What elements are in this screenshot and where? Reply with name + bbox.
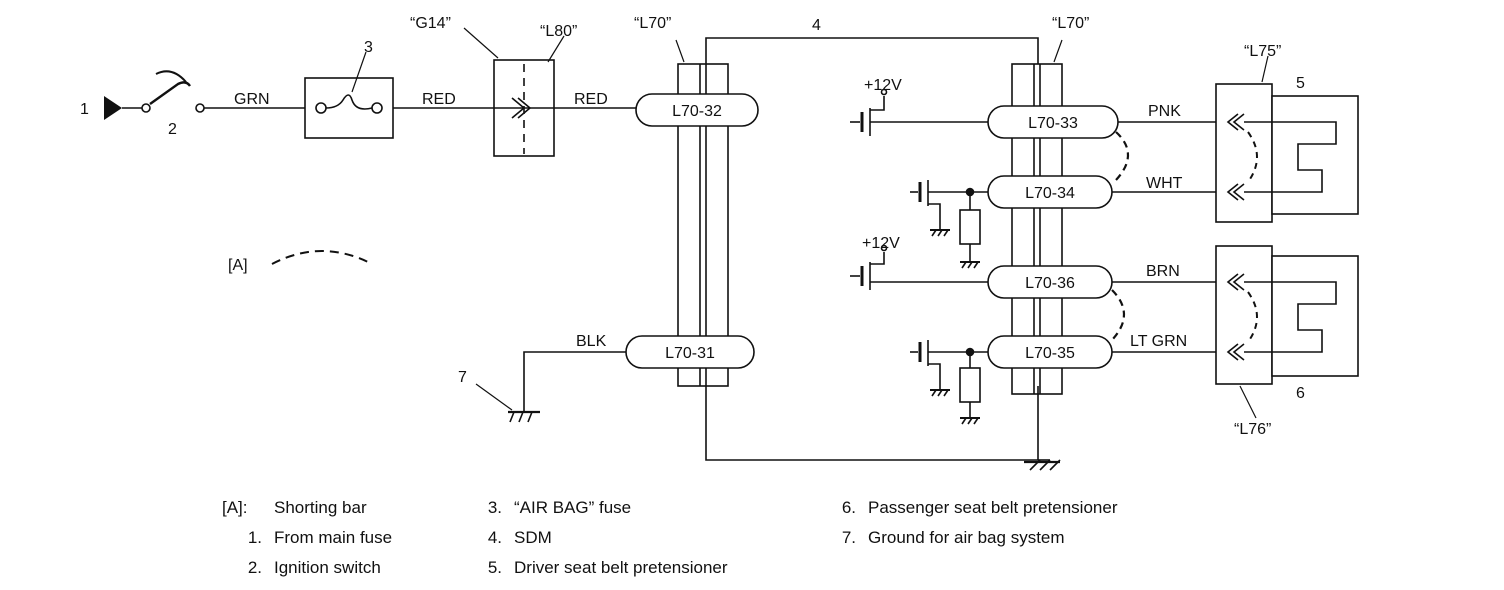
- callout-2: 2: [168, 121, 177, 138]
- callout-4: 4: [812, 17, 821, 34]
- callout-6: 6: [1296, 385, 1305, 402]
- wire-label-red-2: RED: [574, 91, 608, 108]
- sdm-right-connector: [1011, 63, 1063, 395]
- connector-label-l80: “L80”: [540, 23, 577, 40]
- legend-text: SDM: [514, 528, 552, 547]
- legend-text: “AIR BAG” fuse: [514, 498, 632, 517]
- pin-label-l70-33: L70-33: [1028, 115, 1078, 132]
- connector-label-l76: “L76”: [1234, 421, 1271, 438]
- sdm-left-connector: [677, 63, 729, 387]
- voltage-label-2: +12V: [862, 235, 900, 252]
- legend-text: Passenger seat belt pretensioner: [868, 498, 1118, 517]
- legend-text: From main fuse: [274, 528, 393, 547]
- wire-label-pnk: PNK: [1148, 103, 1181, 120]
- shorting-bar-key-label: [A]: [228, 257, 248, 274]
- legend-text: Shorting bar: [274, 498, 367, 517]
- legend-key: 1.: [247, 528, 262, 547]
- pin-label-l70-35: L70-35: [1025, 345, 1075, 362]
- wire-label-lt-grn: LT GRN: [1130, 333, 1187, 350]
- wire-label-brn: BRN: [1146, 263, 1180, 280]
- shorting-bar-36-35: [1111, 289, 1126, 341]
- legend-key: [A]:: [222, 498, 248, 517]
- main-fuse-arrow-icon: [104, 96, 122, 120]
- legend-key: 3.: [487, 498, 502, 517]
- legend-key: 2.: [247, 558, 262, 577]
- legend-text: Driver seat belt pretensioner: [514, 558, 728, 577]
- sdm-outline: [705, 37, 1039, 64]
- pin-label-l70-31: L70-31: [665, 345, 715, 362]
- pin-label-l70-36: L70-36: [1025, 275, 1075, 292]
- connector-label-g14: “G14”: [410, 15, 451, 32]
- callout-5: 5: [1296, 75, 1305, 92]
- wire-label-grn: GRN: [234, 91, 270, 108]
- legend-text: Ground for air bag system: [868, 528, 1065, 547]
- passenger-pretensioner: [1271, 255, 1359, 377]
- ignition-switch-contact-a: [141, 103, 151, 113]
- legend-key: 6.: [841, 498, 856, 517]
- pin-label-l70-34: L70-34: [1025, 185, 1075, 202]
- wire-blk: [523, 351, 626, 412]
- ignition-switch-lever: [149, 81, 191, 105]
- wire-label-red-1: RED: [422, 91, 456, 108]
- legend-key: 7.: [841, 528, 856, 547]
- connector-label-l70-right: “L70”: [1052, 15, 1089, 32]
- pin-label-l70-32: L70-32: [672, 103, 722, 120]
- connector-label-l75: “L75”: [1244, 43, 1281, 60]
- callout-7: 7: [458, 369, 467, 386]
- connector-label-l70-left: “L70”: [634, 15, 671, 32]
- legend-key: 5.: [487, 558, 502, 577]
- shorting-bar-key-sample: [271, 250, 373, 265]
- legend-text: Ignition switch: [274, 558, 381, 577]
- voltage-label-1: +12V: [864, 77, 902, 94]
- callout-1: 1: [80, 101, 89, 118]
- wire-label-wht: WHT: [1146, 175, 1183, 192]
- shorting-bar-33-34: [1115, 131, 1130, 181]
- legend-key: 4.: [487, 528, 502, 547]
- pin-l70-32: [635, 93, 759, 127]
- driver-pretensioner: [1271, 95, 1359, 215]
- wire-label-blk: BLK: [576, 333, 607, 350]
- callout-3: 3: [364, 39, 373, 56]
